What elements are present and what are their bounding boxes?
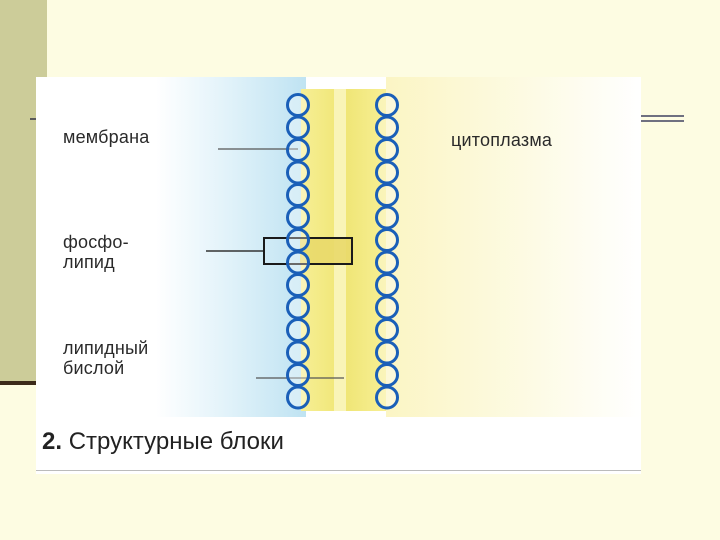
inner-head-circle [375,385,399,410]
inner-head-circle [375,160,399,185]
outer-head-circle [286,228,310,252]
inner-head-circle [375,273,399,297]
membrane-illustration [156,77,641,417]
outer-head-circle [286,183,310,207]
cytoplasm-region [386,77,641,417]
outer-head-circle [286,385,310,410]
figure-caption: 2. Структурные блоки [42,428,284,456]
outer-head-circle [286,93,310,117]
outer-head-circle [286,318,310,342]
cytoplasm-label: цитоплазма [451,130,553,150]
inner-head-circle [375,295,399,320]
caption-rule [36,470,641,471]
outer-head-circle [286,115,310,140]
inner-head-circle [375,318,399,342]
outer-head-circle [286,205,310,230]
extracellular-region [156,77,306,417]
inner-head-circle [375,205,399,230]
outer-head-circle [286,250,310,275]
outer-head-circle [286,273,310,297]
outer-head-circle [286,363,310,387]
inner-head-circle [375,228,399,252]
outer-head-circle [286,340,310,365]
inner-head-circle [375,183,399,207]
outer-head-circle [286,160,310,185]
inner-leaflet-heads [375,93,399,410]
outer-leaflet-heads [286,93,310,410]
inner-head-circle [375,138,399,162]
slide-divider-top-right [640,115,684,122]
slide-divider-bottom [0,381,40,385]
outer-head-circle [286,138,310,162]
outer-head-circle [286,295,310,320]
caption-text: Структурные блоки [68,428,284,455]
inner-head-circle [375,363,399,387]
inner-head-circle [375,115,399,140]
membrane-label: мембрана [63,127,150,147]
inner-head-circle [375,340,399,365]
membrane-diagram: мембрана цитоплазма фосфо- липид липидны… [36,77,641,474]
inner-head-circle [375,250,399,275]
phospholipid-label: фосфо- липид [63,232,129,272]
lipid-bilayer-label: липидный бислой [63,338,149,378]
inner-head-circle [375,93,399,117]
caption-number: 2. [42,428,63,455]
